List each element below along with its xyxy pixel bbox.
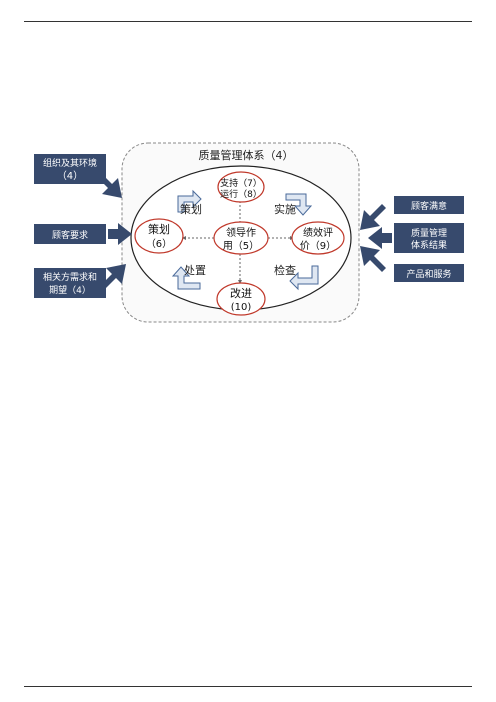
node-improvement-line1: 改进 <box>230 286 252 300</box>
output-box-products <box>394 264 464 282</box>
node-support <box>217 171 265 203</box>
output-products-line1: 产品和服务 <box>406 268 451 280</box>
system-title: 质量管理体系（4） <box>199 148 294 162</box>
header-rule <box>24 21 472 22</box>
node-support-line1: 支持（7） <box>220 177 262 189</box>
output-arrow-products-icon <box>360 246 386 272</box>
node-planning <box>134 218 184 254</box>
node-improvement-line2: (10) <box>231 302 252 313</box>
output-results-line2: 体系结果 <box>411 239 447 251</box>
node-planning-line2: （6） <box>146 238 172 250</box>
cycle-label-check: 检查 <box>274 263 296 277</box>
cycle-arrow-do-icon <box>285 193 313 216</box>
output-arrow-satisfaction-icon <box>360 204 386 230</box>
input-arrow-interested-icon <box>100 264 126 290</box>
input-context-line2: （4） <box>57 170 83 182</box>
cycle-arrow-plan-icon <box>177 189 202 213</box>
node-leadership-line2: 用（5） <box>223 240 259 252</box>
output-satisfaction-line1: 顾客满意 <box>411 200 447 212</box>
input-interested-line2: 期望（4） <box>49 284 91 296</box>
node-performance-line1: 绩效评 <box>303 226 333 239</box>
input-requirements-line1: 顾客要求 <box>52 229 88 241</box>
input-box-context <box>34 154 106 184</box>
output-arrow-results-icon <box>368 227 392 249</box>
node-performance <box>291 221 345 255</box>
output-box-satisfaction <box>394 196 464 214</box>
node-improvement <box>216 282 266 316</box>
node-leadership-line1: 领导作 <box>226 226 256 239</box>
output-results-line1: 质量管理 <box>411 227 447 239</box>
node-leadership <box>213 221 269 255</box>
input-interested-line1: 相关方需求和 <box>43 271 97 283</box>
cycle-label-act: 处置 <box>184 264 206 277</box>
input-box-requirements <box>34 224 106 244</box>
input-context-line1: 组织及其环境 <box>43 157 97 169</box>
cycle-label-do: 实施 <box>274 202 296 216</box>
node-performance-line2: 价（9） <box>300 240 336 252</box>
cycle-arrow-act-icon <box>171 266 201 290</box>
input-box-interested <box>34 268 106 298</box>
input-arrow-requirements-icon <box>108 223 132 245</box>
node-support-line2: 运行（8） <box>220 188 262 200</box>
cycle-arrow-check-icon <box>289 265 319 291</box>
output-box-results <box>394 223 464 253</box>
footer-rule <box>24 686 472 687</box>
cycle-label-plan: 策划 <box>180 202 202 216</box>
node-planning-line1: 策划 <box>148 222 170 236</box>
